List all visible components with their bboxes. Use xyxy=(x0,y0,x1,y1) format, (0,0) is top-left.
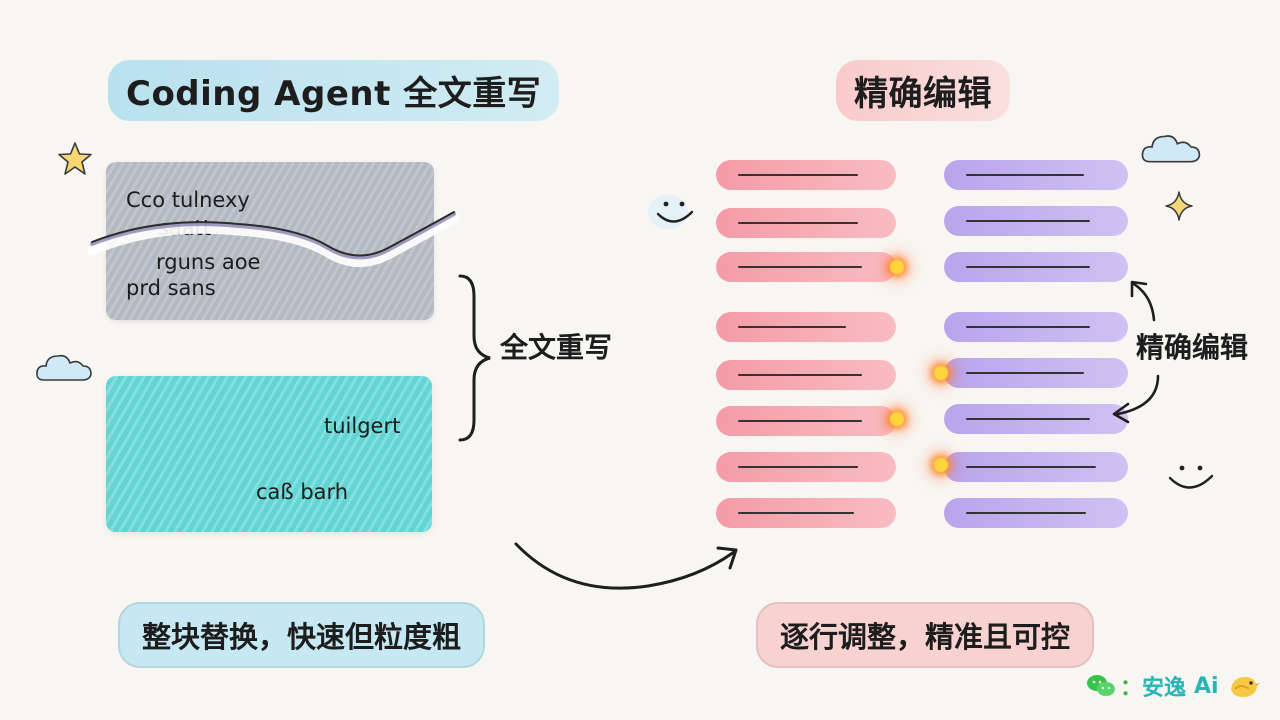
wechat-icon xyxy=(1087,675,1115,696)
original-row xyxy=(716,252,896,282)
code-line: prd sans xyxy=(126,276,216,300)
left-caption: 整块替换，快速但粒度粗 xyxy=(118,602,486,668)
edit-highlight-dot xyxy=(890,260,904,274)
transition-arrow xyxy=(514,542,738,590)
original-row xyxy=(716,208,896,238)
original-row xyxy=(716,498,896,528)
cloud-icon xyxy=(36,354,92,381)
right-caption: 逐行调整，精准且可控 xyxy=(756,602,1095,668)
right-title: 精确编辑 xyxy=(836,60,1010,121)
brace-label: 全文重写 xyxy=(500,331,613,364)
original-row xyxy=(716,312,896,342)
code-line: caß barh xyxy=(256,480,349,504)
watermark: ： 安逸 Ai xyxy=(1086,670,1261,702)
side-label: 精确编辑 xyxy=(1136,331,1249,364)
new-code-block: tuilgert caß barh xyxy=(106,376,432,532)
watermark-brand-suffix: Ai xyxy=(1194,673,1219,699)
watermark-separator: ： xyxy=(1120,676,1143,701)
original-row xyxy=(716,452,896,482)
original-row xyxy=(716,406,896,436)
edited-row xyxy=(944,452,1128,482)
edit-highlight-dot xyxy=(934,366,948,380)
code-line: Cco tulnexy xyxy=(126,188,250,212)
curly-brace xyxy=(458,274,491,442)
edit-arrow-down xyxy=(1112,374,1160,424)
edit-highlight-dot xyxy=(934,458,948,472)
edited-row xyxy=(944,206,1128,236)
edited-row xyxy=(944,404,1128,434)
bird-icon xyxy=(1230,677,1260,697)
watermark-brand: 安逸 xyxy=(1142,676,1187,701)
code-line: rguns aoe xyxy=(156,250,261,274)
edited-row xyxy=(944,252,1128,282)
old-code-block: Cco tulnexy saatt rguns aoe prd sans xyxy=(106,162,434,320)
edited-row xyxy=(944,160,1128,190)
star-icon xyxy=(58,142,92,175)
edit-highlight-dot xyxy=(890,412,904,426)
original-row xyxy=(716,160,896,190)
edited-row xyxy=(944,312,1128,342)
edited-row xyxy=(944,498,1128,528)
code-line: tuilgert xyxy=(324,414,401,438)
edit-arrow-up xyxy=(1130,280,1156,322)
edited-row xyxy=(944,358,1128,388)
rewrite-wave xyxy=(88,211,460,268)
sparkle-icon xyxy=(1165,191,1193,221)
original-row xyxy=(716,360,896,390)
cloud-icon xyxy=(1141,135,1201,163)
left-title: Coding Agent 全文重写 xyxy=(108,60,560,121)
smiley-icon xyxy=(1168,465,1214,489)
smiley-icon xyxy=(648,195,694,229)
